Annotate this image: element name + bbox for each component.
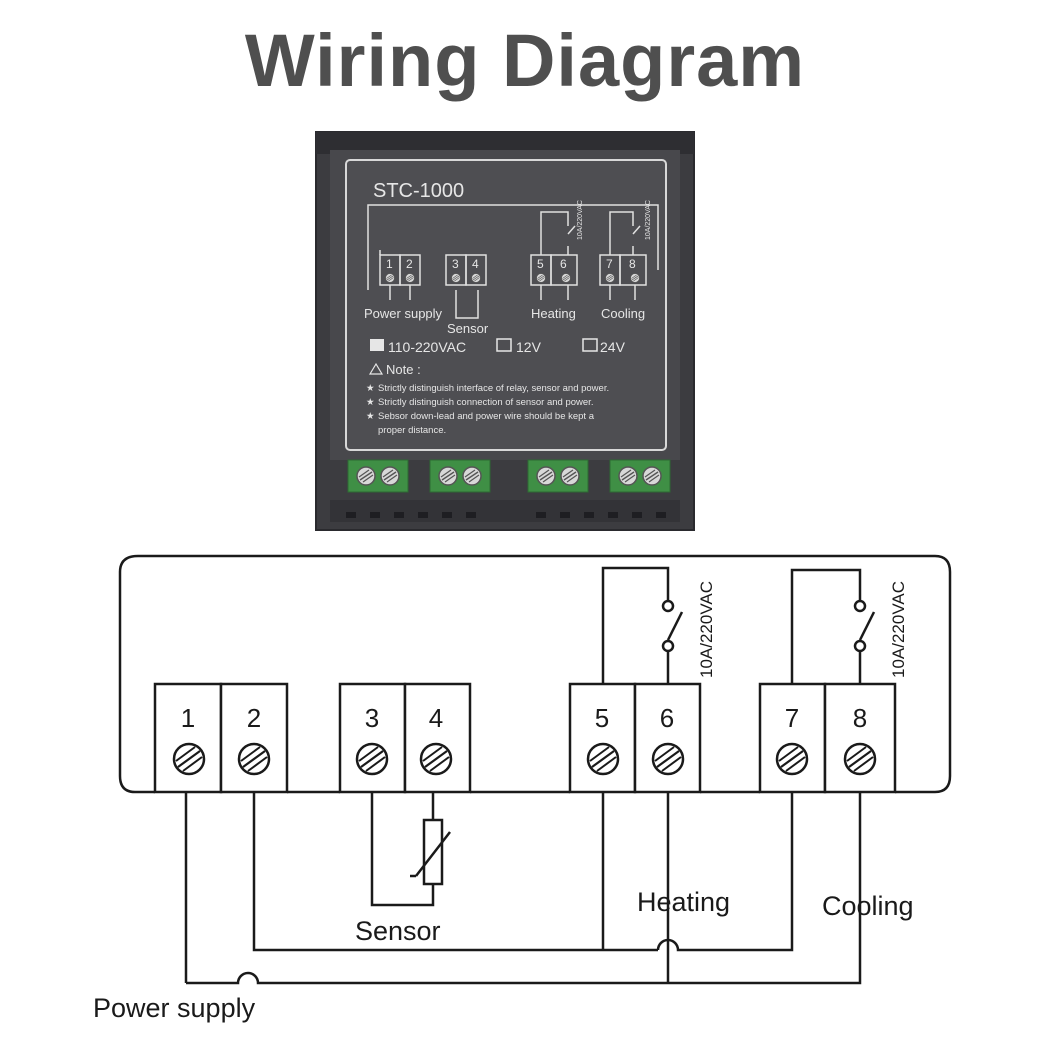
device-terminal-blocks — [347, 459, 671, 493]
panel-relay-rating-labels: 10A/220VAC 10A/220VAC — [577, 200, 652, 240]
terminal-number-7: 7 — [785, 703, 799, 733]
panel-label-heating: Heating — [531, 306, 576, 321]
note-title: Note : — [386, 362, 421, 377]
panel-terminal-5: 5 — [537, 257, 544, 271]
enclosure-outline — [118, 554, 952, 794]
diagram-title: Wiring Diagram — [244, 19, 806, 102]
terminal-number-6: 6 — [660, 703, 674, 733]
panel-circuit-lines — [367, 204, 659, 319]
panel-label-cooling: Cooling — [601, 306, 645, 321]
terminal-number-8: 8 — [853, 703, 867, 733]
voltage-checkbox-24v — [582, 338, 598, 352]
note-bullet-2: ★ — [366, 397, 375, 408]
label-sensor: Sensor — [355, 916, 441, 946]
warning-icon — [368, 362, 384, 375]
terminal-number-1: 1 — [181, 703, 195, 733]
panel-relay-rating-heating: 10A/220VAC — [577, 200, 584, 240]
relay-cooling — [790, 568, 876, 684]
note-3: Sebsor down-lead and power wire should b… — [378, 411, 595, 422]
note-1: Strictly distinguish interface of relay,… — [378, 383, 609, 394]
relay-rating-cooling: 10A/220VAC — [889, 581, 908, 678]
schematic — [118, 554, 952, 985]
terminal-boxes — [153, 682, 897, 794]
panel-label-power: Power supply — [364, 306, 443, 321]
panel-terminal-3: 3 — [452, 257, 459, 271]
terminal-number-2: 2 — [247, 703, 261, 733]
panel-relay-rating-cooling: 10A/220VAC — [645, 200, 652, 240]
device-photo: STC-1000 10A — [315, 131, 695, 531]
terminal-number-3: 3 — [365, 703, 379, 733]
note-bullet-1: ★ — [366, 383, 375, 394]
panel-terminal-8: 8 — [629, 257, 636, 271]
panel-terminal-1: 1 — [386, 257, 393, 271]
panel-terminal-2: 2 — [406, 257, 413, 271]
panel-label-sensor: Sensor — [447, 321, 489, 336]
relay-rating-heating: 10A/220VAC — [697, 581, 716, 678]
voltage-option-1: 110-220VAC — [388, 339, 466, 355]
panel-terminal-6: 6 — [560, 257, 567, 271]
external-wiring — [184, 792, 862, 985]
panel-terminal-4: 4 — [472, 257, 479, 271]
note-2: Strictly distinguish connection of senso… — [378, 397, 593, 408]
voltage-checkbox-checked — [370, 339, 384, 351]
terminal-number-4: 4 — [429, 703, 443, 733]
panel-notes: Note : ★ Strictly distinguish interface … — [366, 362, 609, 436]
note-3-cont: proper distance. — [378, 425, 446, 436]
voltage-option-3: 24V — [600, 339, 626, 355]
label-power-supply: Power supply — [93, 993, 256, 1023]
voltage-option-2: 12V — [516, 339, 542, 355]
voltage-checkbox-12v — [496, 338, 512, 352]
device-label-plate — [345, 159, 667, 451]
relay-heating — [601, 566, 684, 684]
device-model: STC-1000 — [373, 180, 464, 202]
schematic-terminal-numbers: 1 2 3 4 5 6 7 8 — [181, 703, 867, 733]
label-cooling: Cooling — [822, 891, 914, 921]
panel-terminal-7: 7 — [606, 257, 613, 271]
voltage-options: 110-220VAC 12V 24V — [370, 338, 626, 355]
terminal-number-5: 5 — [595, 703, 609, 733]
note-bullet-3: ★ — [366, 411, 375, 422]
label-heating: Heating — [637, 887, 730, 917]
panel-terminal-numbers: 1 2 3 4 5 6 7 8 — [386, 257, 636, 271]
